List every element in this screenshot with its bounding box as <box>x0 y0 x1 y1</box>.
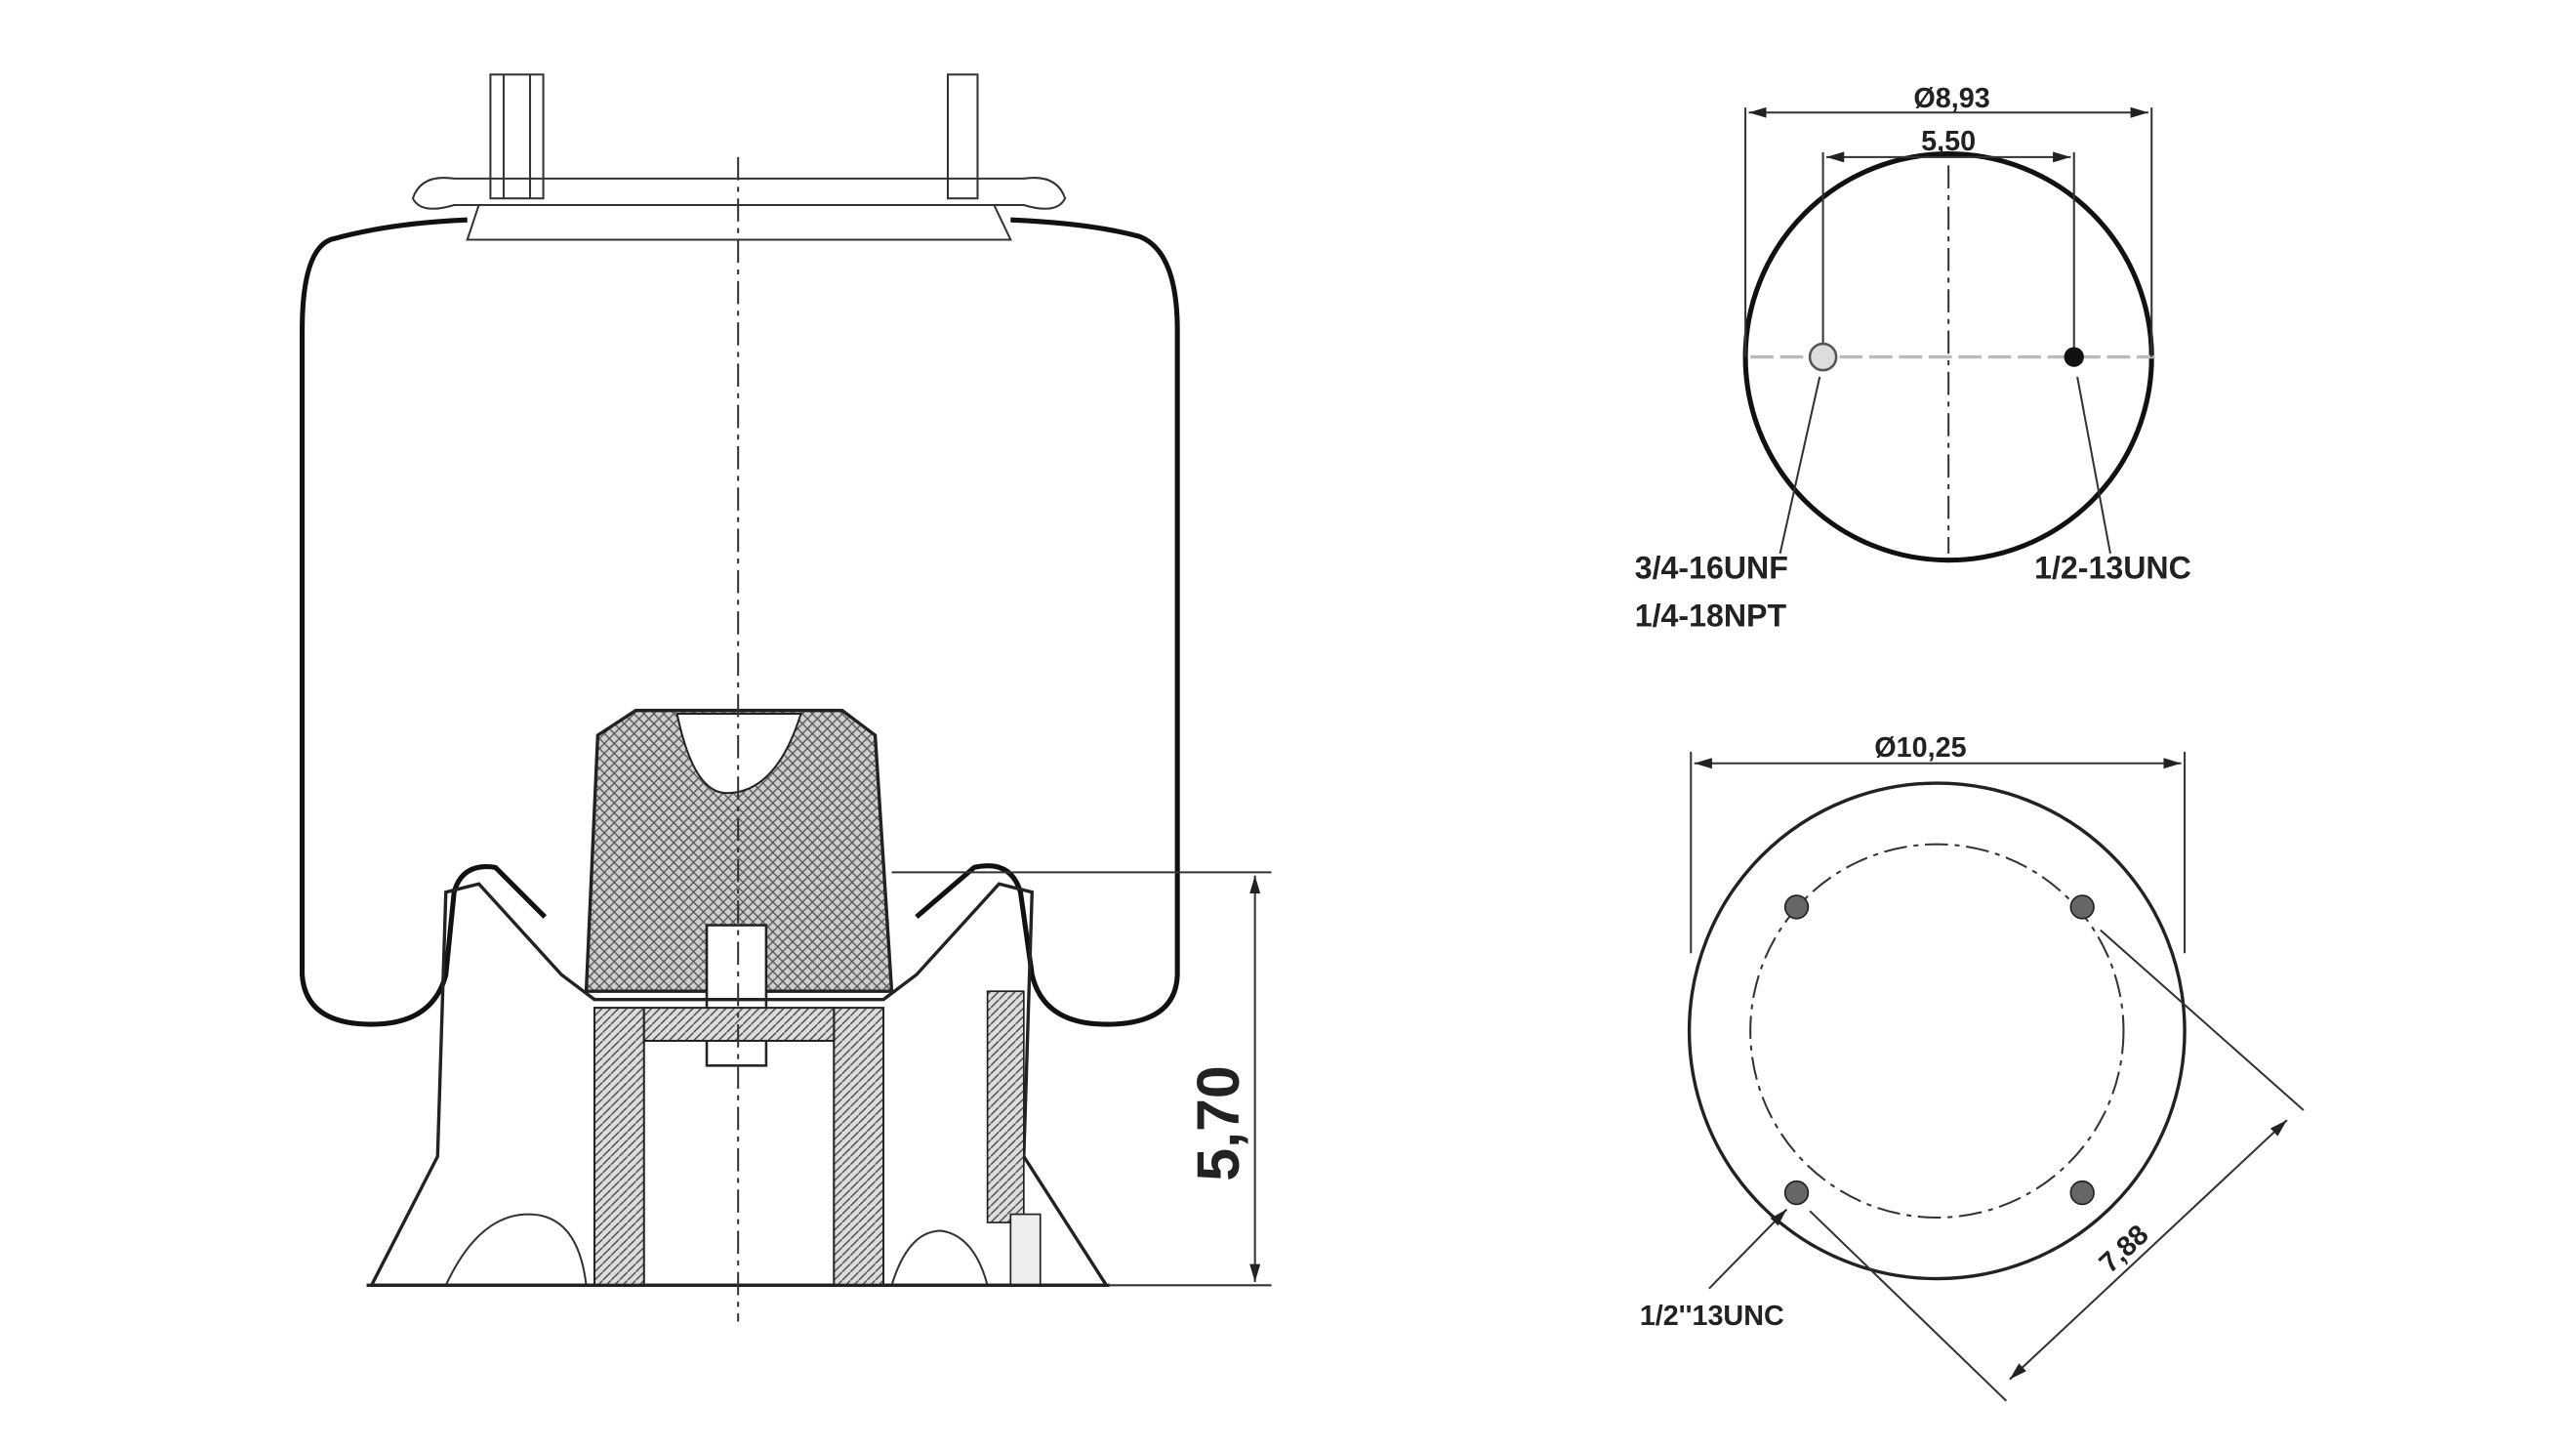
side-view: 5,70 <box>300 73 1272 1322</box>
bolt-circle-label: 7,88 <box>2094 1220 2155 1280</box>
height-dimension: 5,70 <box>891 871 1272 1287</box>
bolt-hole-icon <box>1783 894 1810 920</box>
bottom-view: Ø10,25 7,88 1/2''13UNC <box>1640 732 2305 1402</box>
bolt-circle <box>1749 843 2125 1219</box>
bolt-thread-label: 1/2''13UNC <box>1640 1301 1784 1332</box>
upper-studs <box>489 73 979 200</box>
base-outline <box>1687 781 2187 1281</box>
air-fitting-icon <box>1808 342 1838 372</box>
stud-hole-icon <box>2064 347 2084 367</box>
air-fitting-label-2: 1/4-18NPT <box>1635 598 1787 633</box>
base-outer-diameter: Ø10,25 <box>1874 732 1966 764</box>
top-view: Ø8,93 5,50 3/4-16UNF 1/4-18NPT 1/2-13UNC <box>1635 83 2191 633</box>
air-fitting-label-1: 3/4-16UNF <box>1635 550 1788 585</box>
bolt-hole-icon <box>1783 1180 1810 1206</box>
height-dimension-label: 5,70 <box>1185 1065 1251 1181</box>
bolt-hole-icon <box>2069 894 2095 920</box>
stud-thread-label: 1/2-13UNC <box>2034 550 2191 585</box>
stud-spacing-label: 5,50 <box>1921 126 1976 157</box>
bolt-holes <box>1783 894 2095 1206</box>
bolt-hole-icon <box>2069 1180 2095 1206</box>
top-outer-diameter: Ø8,93 <box>1913 83 1989 114</box>
bellows-outline <box>300 217 1180 1027</box>
